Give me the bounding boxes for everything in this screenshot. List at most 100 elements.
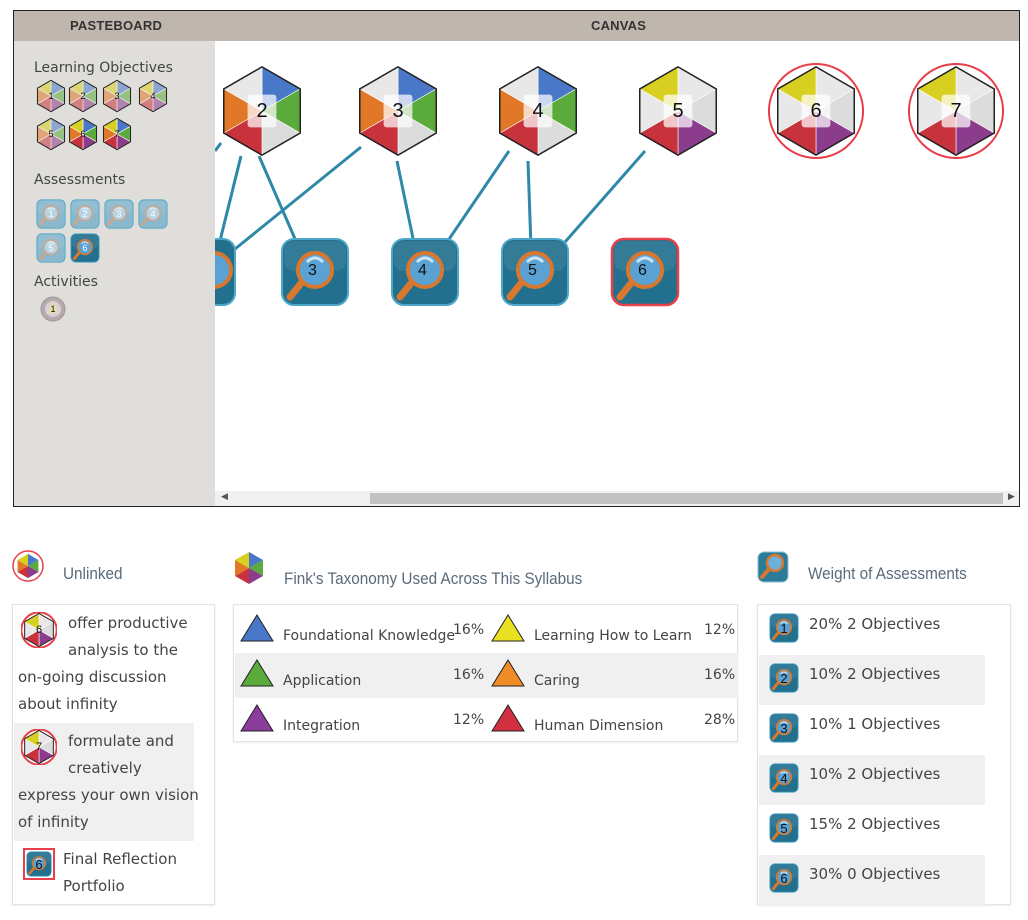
objective-hexagon-2[interactable]: 2 — [214, 63, 310, 159]
assessment-icon[interactable]: 6 — [769, 863, 799, 893]
fink-triangle-icon — [239, 703, 275, 733]
assessment-number: 2 — [82, 209, 88, 219]
pasteboard-assessment[interactable]: 2 — [70, 199, 100, 229]
assessment-number: 1 — [48, 209, 54, 219]
weight-text: 30% 0 Objectives — [809, 865, 941, 883]
pasteboard-header: PASTEBOARD — [70, 18, 163, 33]
activity-number: 1 — [50, 304, 56, 314]
assessment-node-5[interactable]: 5 — [500, 237, 570, 307]
link-line — [556, 150, 647, 251]
fink-label: Foundational Knowledge — [283, 628, 456, 644]
objective-hexagon-4[interactable]: 4 — [490, 63, 586, 159]
assessment-icon[interactable]: 4 — [769, 763, 799, 793]
assessment-node-3[interactable]: 3 — [280, 237, 350, 307]
link-line — [234, 145, 362, 251]
fink-row — [235, 653, 738, 698]
unlinked-item-number: 6 — [35, 856, 43, 872]
frame-header: PASTEBOARD CANVAS — [14, 11, 1019, 41]
scrollbar-thumb[interactable] — [370, 493, 1003, 504]
pasteboard-assessment[interactable]: 4 — [138, 199, 168, 229]
objective-number: 4 — [532, 99, 544, 122]
unlinked-item-line: of infinity — [18, 813, 89, 831]
scroll-left-icon[interactable]: ◀ — [221, 492, 228, 502]
pasteboard-assessment[interactable]: 1 — [36, 199, 66, 229]
activity-icon[interactable]: 1 — [39, 295, 67, 323]
weight-assessment-number: 5 — [780, 820, 788, 836]
assessment-node-4[interactable]: 4 — [390, 237, 460, 307]
unlinked-item-number: 7 — [35, 741, 43, 753]
objective-number: 4 — [150, 91, 156, 101]
pasteboard-assessment[interactable]: 5 — [36, 233, 66, 263]
pasteboard-objective[interactable]: 6 — [66, 117, 100, 151]
pasteboard[interactable]: Learning Objectives Assessments Activiti… — [14, 41, 215, 506]
link-line — [526, 160, 533, 249]
weight-text: 15% 2 Objectives — [809, 815, 941, 833]
pasteboard-objective[interactable]: 5 — [34, 117, 68, 151]
assessments-title: Assessments — [34, 172, 126, 188]
objective-number: 6 — [810, 99, 822, 122]
assessment-icon[interactable]: 5 — [769, 813, 799, 843]
objective-hexagon-7[interactable]: 7 — [908, 63, 1004, 159]
fink-percentage: 12% — [704, 622, 736, 638]
weight-assessment-number: 2 — [780, 670, 788, 686]
pasteboard-assessment[interactable]: 6 — [70, 233, 100, 263]
assessment-number: 5 — [528, 262, 537, 279]
fink-title: Fink's Taxonomy Used Across This Syllabu… — [284, 569, 583, 588]
weights-title: Weight of Assessments — [808, 564, 967, 583]
assessment-number: 3 — [116, 209, 122, 219]
unlinked-item-line: on-going discussion — [18, 668, 167, 686]
objective-hexagon-3[interactable]: 3 — [350, 63, 446, 159]
link-line — [215, 142, 223, 152]
objective-number: 7 — [114, 129, 120, 139]
objective-number: 3 — [392, 99, 404, 122]
fink-percentage: 16% — [453, 622, 485, 638]
assessment-number: 6 — [638, 262, 647, 279]
fink-triangle-icon — [239, 613, 275, 643]
connection-lines — [215, 142, 647, 262]
weight-text: 10% 2 Objectives — [809, 665, 941, 683]
weight-assessment-number: 3 — [780, 720, 788, 736]
pasteboard-objective[interactable]: 1 — [34, 79, 68, 113]
pasteboard-objective[interactable]: 2 — [66, 79, 100, 113]
assessment-icon[interactable]: 1 — [769, 613, 799, 643]
unlinked-item-icon[interactable]: 6 — [21, 612, 57, 648]
unlinked-hexagon-icon — [12, 550, 44, 586]
pasteboard-objective[interactable]: 4 — [136, 79, 170, 113]
fink-label: Human Dimension — [534, 718, 664, 734]
objective-number: 7 — [950, 99, 962, 122]
horizontal-scrollbar[interactable]: ◀ ▶ — [215, 491, 1019, 506]
unlinked-item-line: creatively — [68, 759, 142, 777]
fink-label: Application — [283, 673, 362, 689]
learning-objectives-title: Learning Objectives — [34, 60, 173, 76]
fink-triangle-icon — [490, 658, 526, 688]
unlinked-item-line: about infinity — [18, 695, 118, 713]
assessment-icon[interactable]: 3 — [769, 713, 799, 743]
objective-number: 3 — [114, 91, 120, 101]
objective-hexagon-6[interactable]: 6 — [768, 63, 864, 159]
fink-triangle-icon — [490, 703, 526, 733]
fink-percentage: 12% — [453, 712, 485, 728]
assessment-node-partial[interactable] — [215, 237, 239, 307]
weight-row: 4 10% 2 Objectives — [759, 755, 985, 805]
scroll-right-icon[interactable]: ▶ — [1008, 492, 1015, 502]
objective-number: 1 — [48, 91, 54, 101]
unlinked-item-icon[interactable]: 6 — [23, 848, 55, 880]
pasteboard-objective[interactable]: 7 — [100, 117, 134, 151]
weight-text: 10% 2 Objectives — [809, 765, 941, 783]
link-line — [441, 150, 511, 249]
objective-number: 6 — [80, 129, 86, 139]
assessment-icon[interactable]: 2 — [769, 663, 799, 693]
objective-hexagon-5[interactable]: 5 — [630, 63, 726, 159]
unlinked-item-icon[interactable]: 7 — [21, 729, 57, 765]
objective-number: 5 — [672, 99, 684, 122]
pasteboard-assessment[interactable]: 3 — [104, 199, 134, 229]
pasteboard-objective[interactable]: 3 — [100, 79, 134, 113]
activities-title: Activities — [34, 274, 98, 290]
objective-number: 2 — [256, 99, 268, 122]
assessment-node-6[interactable]: 6 — [610, 237, 680, 307]
unlinked-item-line: analysis to the — [68, 641, 178, 659]
